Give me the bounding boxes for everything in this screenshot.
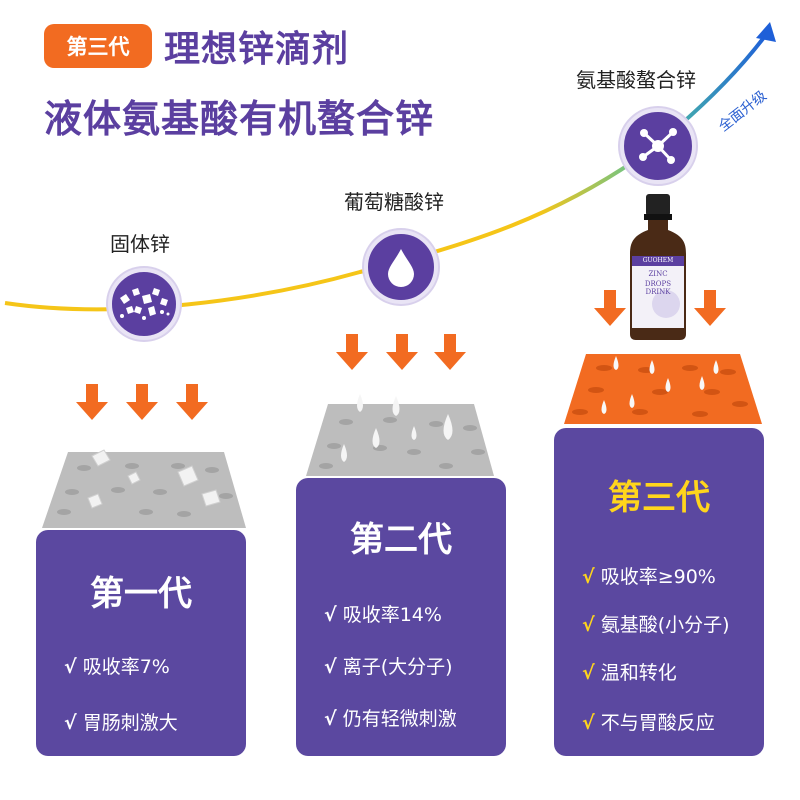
page-title: 理想锌滴剂 xyxy=(164,29,350,70)
stage-label-solid-zinc: 固体锌 xyxy=(110,232,170,256)
molecule-icon xyxy=(620,108,696,184)
bottle-line2: DROPS DRINK xyxy=(644,280,672,296)
check-icon: √ xyxy=(582,712,595,734)
column-gen1: 第一代 √吸收率7% √胃肠刺激大 xyxy=(36,530,246,756)
column-gen2: 第二代 √吸收率14% √离子(大分子) √仍有轻微刺激 xyxy=(296,478,506,756)
surface-gen1 xyxy=(42,449,246,528)
down-arrow-icon xyxy=(694,290,726,326)
solid-particles-icon xyxy=(108,268,180,340)
down-arrow-icon xyxy=(594,290,626,326)
check-icon: √ xyxy=(64,712,77,734)
feature-item: √氨基酸(小分子) xyxy=(582,614,730,636)
down-arrow-icon xyxy=(336,334,368,370)
down-arrow-icon xyxy=(386,334,418,370)
check-icon: √ xyxy=(324,604,337,626)
column-title: 第三代 xyxy=(608,478,710,518)
check-icon: √ xyxy=(582,566,595,588)
feature-item: √吸收率7% xyxy=(64,656,170,678)
check-icon: √ xyxy=(64,656,77,678)
curve-arrowhead xyxy=(756,22,776,42)
check-icon: √ xyxy=(324,708,337,730)
feature-item: √仍有轻微刺激 xyxy=(324,708,457,730)
column-title: 第一代 xyxy=(90,574,192,614)
feature-item: √吸收率14% xyxy=(324,604,442,626)
generation-tag: 第三代 xyxy=(44,24,152,68)
check-icon: √ xyxy=(582,662,595,684)
bottle-icon: GUOHEM ZINC DROPS DRINK xyxy=(628,194,688,340)
feature-item: √吸收率≥90% xyxy=(582,566,716,588)
down-arrow-icon xyxy=(76,384,108,420)
stage-label-amino-zinc: 氨基酸螯合锌 xyxy=(576,68,696,92)
bottle-line1: ZINC xyxy=(648,270,668,278)
down-arrow-icon xyxy=(126,384,158,420)
down-arrow-icon xyxy=(176,384,208,420)
feature-item: √温和转化 xyxy=(582,662,677,684)
droplet-icon xyxy=(364,230,438,304)
surface-gen3 xyxy=(564,354,762,424)
feature-item: √不与胃酸反应 xyxy=(582,712,715,734)
feature-item: √胃肠刺激大 xyxy=(64,712,178,734)
down-arrow-icon xyxy=(434,334,466,370)
check-icon: √ xyxy=(582,614,595,636)
check-icon: √ xyxy=(324,656,337,678)
feature-item: √离子(大分子) xyxy=(324,656,453,678)
surface-gen2 xyxy=(306,394,494,476)
column-gen3: 第三代 √吸收率≥90% √氨基酸(小分子) √温和转化 √不与胃酸反应 xyxy=(554,428,764,756)
stage-label-zinc-gluconate: 葡萄糖酸锌 xyxy=(344,190,444,214)
bottle-brand: GUOHEM xyxy=(642,257,674,264)
column-title: 第二代 xyxy=(350,520,452,560)
page-subtitle: 液体氨基酸有机螯合锌 xyxy=(44,97,435,141)
